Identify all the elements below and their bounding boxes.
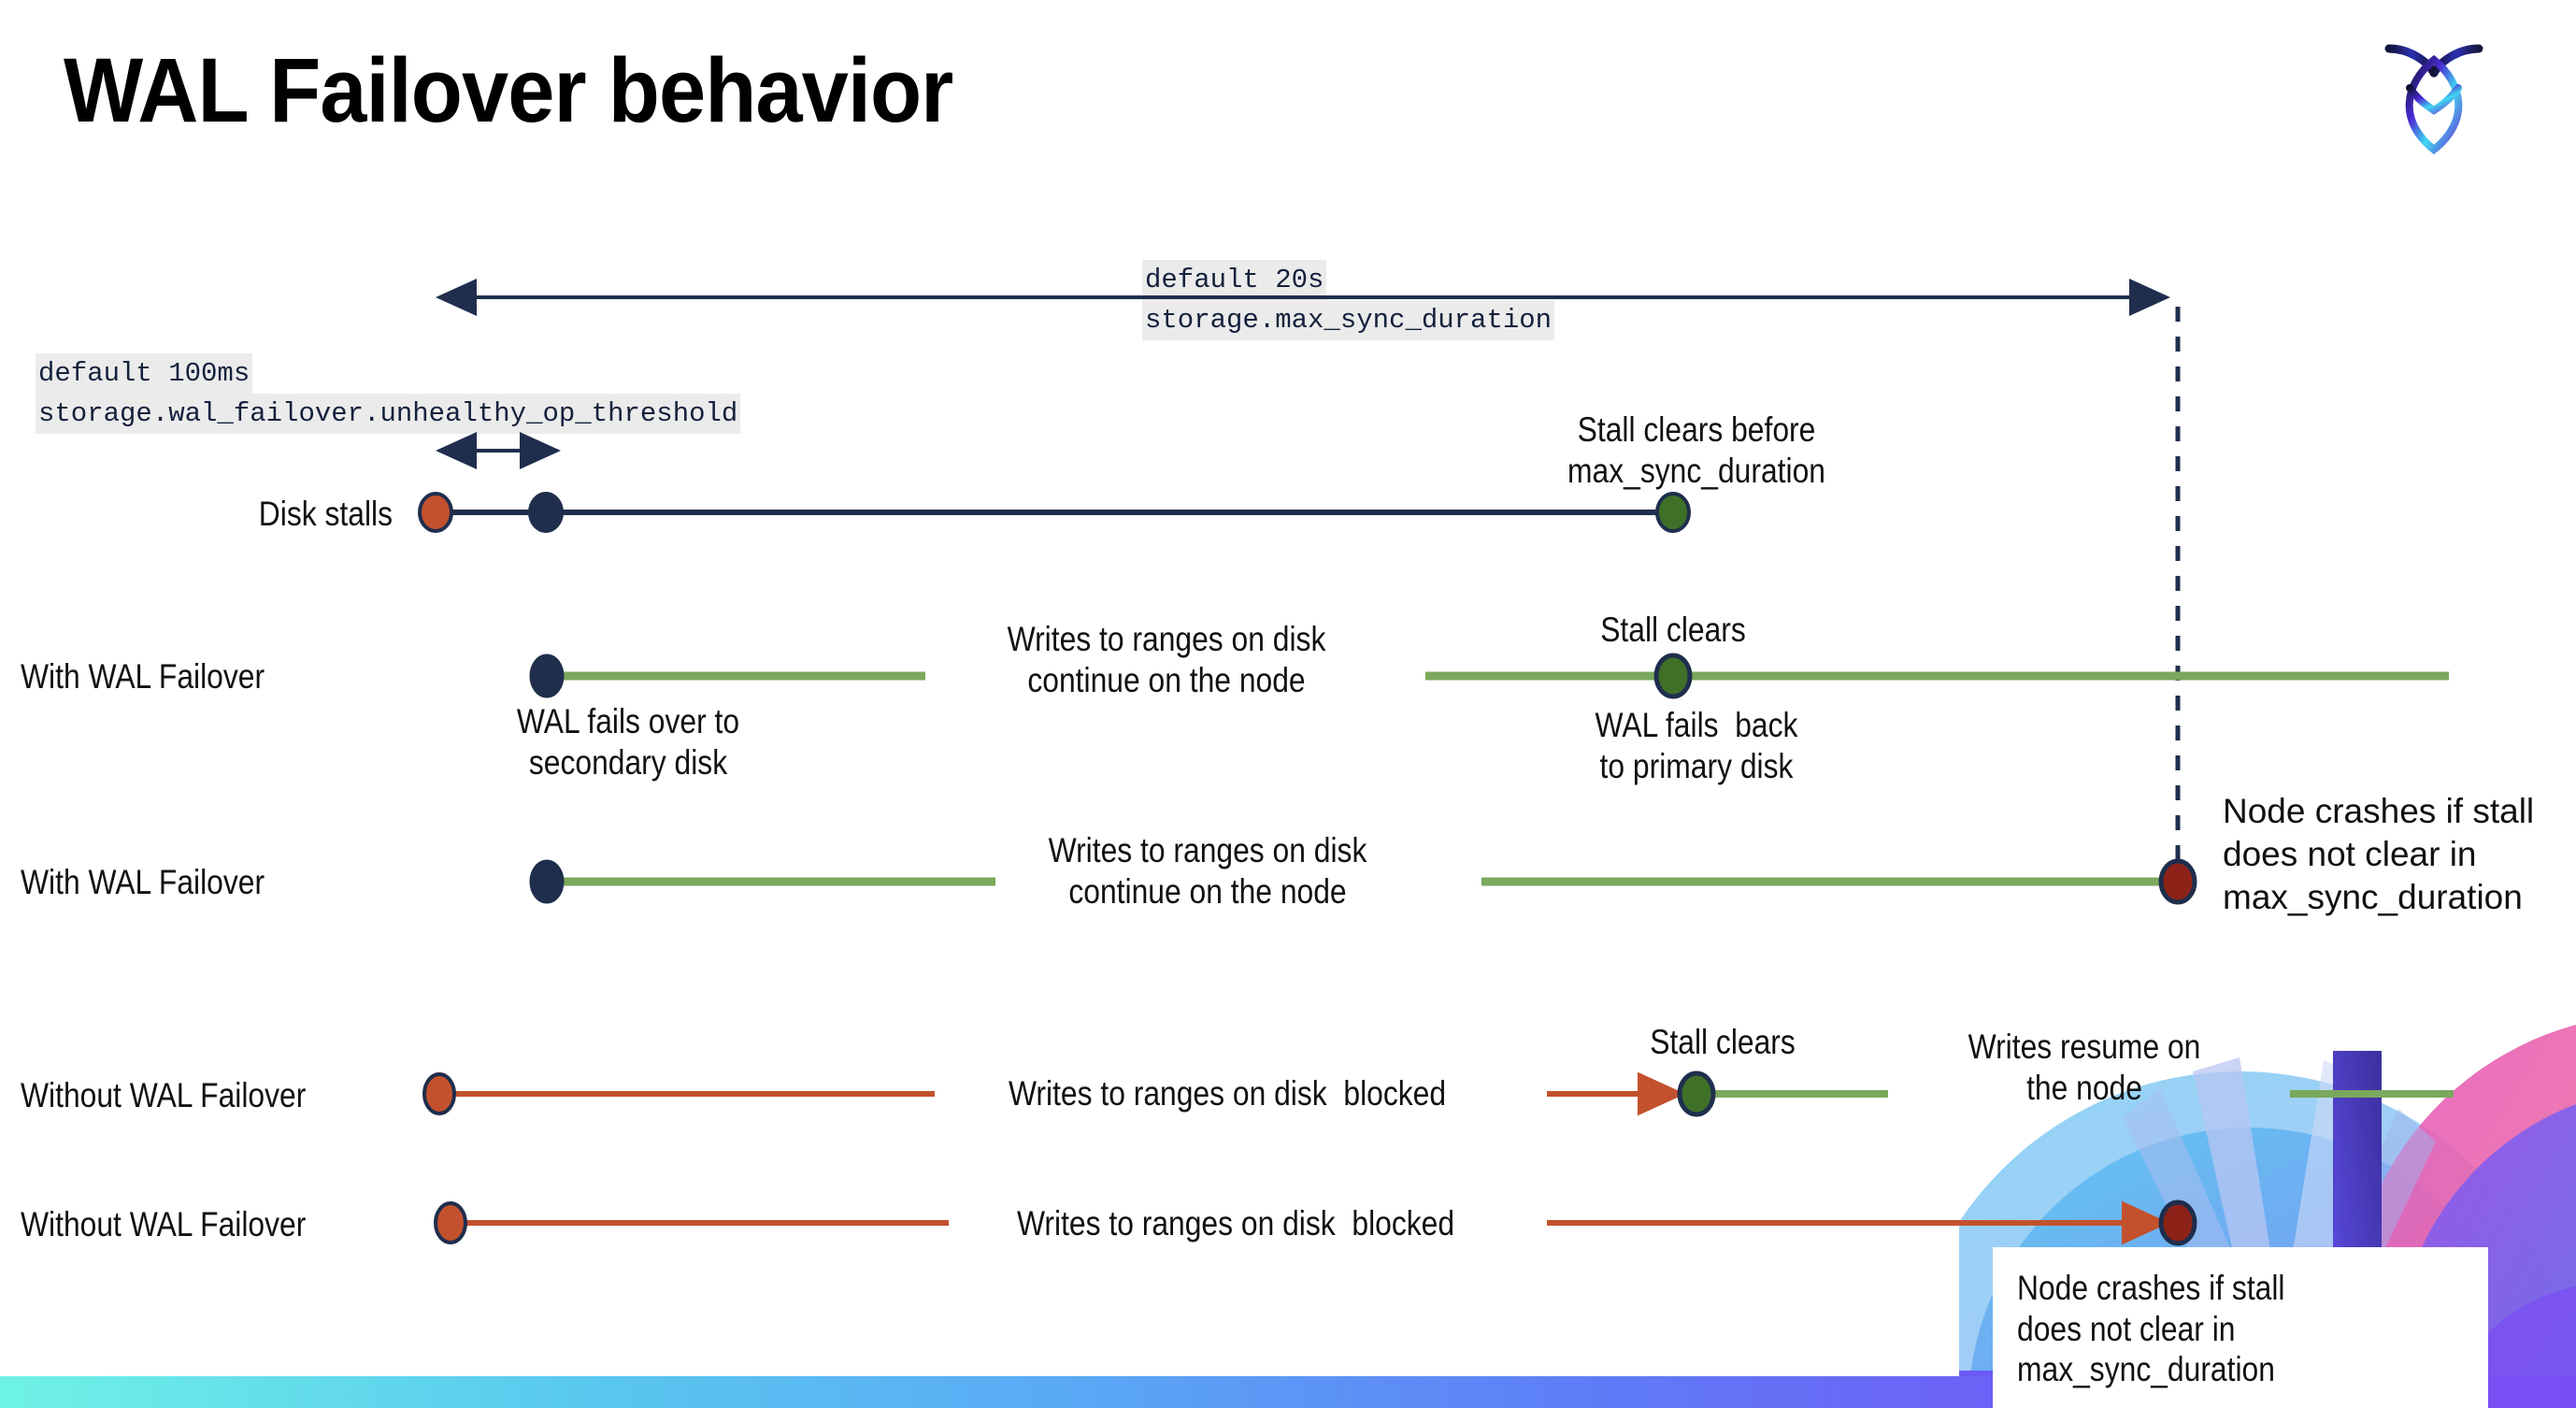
callout-stall-clears-2: Stall clears	[1650, 1023, 1796, 1061]
marker-stall-clears	[1655, 492, 1691, 533]
callout-stall-clears-before: Stall clears before max_sync_duration	[1567, 410, 1825, 490]
series-without-wal-failover-2	[434, 1200, 2169, 1245]
annotation-unhealthy-line2: storage.wal_failover.unhealthy_op_thresh…	[36, 394, 741, 435]
row-label-with-wal-1: With WAL Failover	[21, 657, 265, 696]
callout-writes-blocked-1: Writes to ranges on disk blocked	[1008, 1074, 1447, 1113]
series-disk-stalls	[418, 492, 1691, 533]
callout-wal-fails-back: WAL fails back to primary disk	[1595, 706, 1798, 785]
marker-node-crash	[2158, 858, 2197, 905]
marker-stall-start	[422, 1072, 456, 1115]
cockroachdb-logo	[2378, 32, 2490, 163]
marker-stall-clears	[1677, 1070, 1716, 1117]
callout-writes-continue-2: Writes to ranges on disk continue on the…	[1048, 831, 1367, 911]
bottom-callout-card	[1993, 1247, 2488, 1408]
callout-wal-fails-over: WAL fails over to secondary disk	[516, 702, 740, 782]
marker-stall-start	[434, 1201, 467, 1244]
callout-node-crashes-right: Node crashes if stall does not clear in …	[2223, 792, 2535, 916]
row-label-without-wal-2: Without WAL Failover	[21, 1205, 307, 1243]
annotation-unhealthy-op-threshold: default 100ms storage.wal_failover.unhea…	[36, 353, 741, 435]
row-label-with-wal-2: With WAL Failover	[21, 863, 265, 901]
callout-writes-blocked-2: Writes to ranges on disk blocked	[1016, 1204, 1455, 1243]
marker-stall-clears	[1653, 653, 1693, 699]
callout-writes-continue-1: Writes to ranges on disk continue on the…	[1007, 620, 1326, 699]
marker-failover	[528, 492, 564, 533]
series-with-wal-failover-1	[529, 653, 2449, 699]
marker-failover	[529, 859, 565, 904]
series-with-wal-failover-2	[529, 858, 2197, 905]
annotation-unhealthy-line1: default 100ms	[36, 353, 253, 395]
series-without-wal-failover-1	[422, 1070, 2454, 1117]
marker-stall-start	[418, 492, 453, 533]
row-label-disk-stalls: Disk stalls	[258, 495, 393, 533]
callout-stall-clears-1: Stall clears	[1600, 611, 1746, 649]
callout-node-crashes-bottom: Node crashes if stall does not clear in …	[2017, 1269, 2285, 1389]
callout-writes-resume: Writes resume on the node	[1968, 1027, 2201, 1107]
page-title: WAL Failover behavior	[64, 39, 953, 141]
marker-failover	[529, 654, 565, 698]
row-label-without-wal-1: Without WAL Failover	[21, 1076, 307, 1114]
